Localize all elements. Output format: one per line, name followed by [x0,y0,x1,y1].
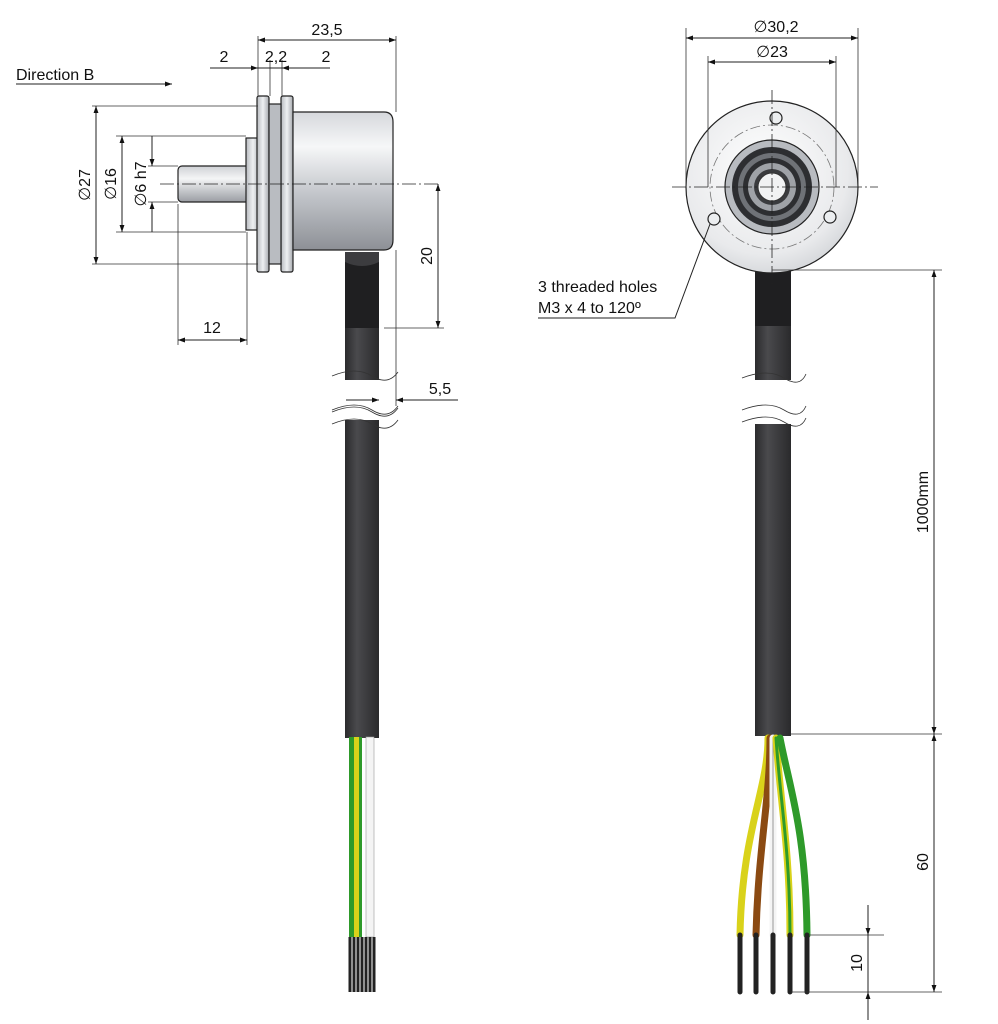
svg-text:∅6 h7: ∅6 h7 [133,161,150,206]
svg-text:∅23: ∅23 [756,44,788,61]
threaded-hole-left [707,212,721,226]
direction-label: Direction B [16,67,94,84]
side-break-top [331,370,399,381]
front-break-top [741,372,807,383]
holes-leader [538,223,711,319]
dim-dia-symbol: ∅ [77,187,94,201]
dim-dia-27: 27 [77,169,94,187]
dim-shaft-length: 12 [203,320,221,337]
front-wires [736,734,811,995]
dim-cable-length: 1000mm [915,471,932,533]
svg-text:∅27: ∅27 [77,169,94,201]
side-view: Direction B [16,22,458,992]
threaded-hole-top [769,111,783,125]
dim-dia-6: 6 h7 [133,161,150,192]
side-cable-lower [345,420,379,738]
dim-cable-clear: 5,5 [429,381,451,398]
dim-dia-30: 30,2 [767,19,798,36]
front-view: ∅30,2 ∅23 3 threaded holes M3 x 4 to 120… [538,19,942,1020]
dim-flange-gap: 2,2 [265,49,287,66]
dim-flange-a: 2 [220,49,229,66]
front-cable-lower [755,424,791,736]
dim-overall-length: 23,5 [311,22,342,39]
svg-text:∅30,2: ∅30,2 [753,19,798,36]
side-housing [292,111,394,251]
dim-cable-offset: 20 [419,247,436,265]
svg-text:∅16: ∅16 [103,168,120,200]
dim-flange-b: 2 [322,49,331,66]
holes-label-line2: M3 x 4 to 120º [538,300,641,317]
threaded-hole-right [823,210,837,224]
dim-dia-23: 23 [770,44,788,61]
dim-strip-length: 10 [849,954,866,972]
side-wires [348,736,376,992]
dim-dia-16: 16 [103,168,120,186]
dim-lead-length: 60 [915,853,932,871]
holes-label-line1: 3 threaded holes [538,279,657,296]
